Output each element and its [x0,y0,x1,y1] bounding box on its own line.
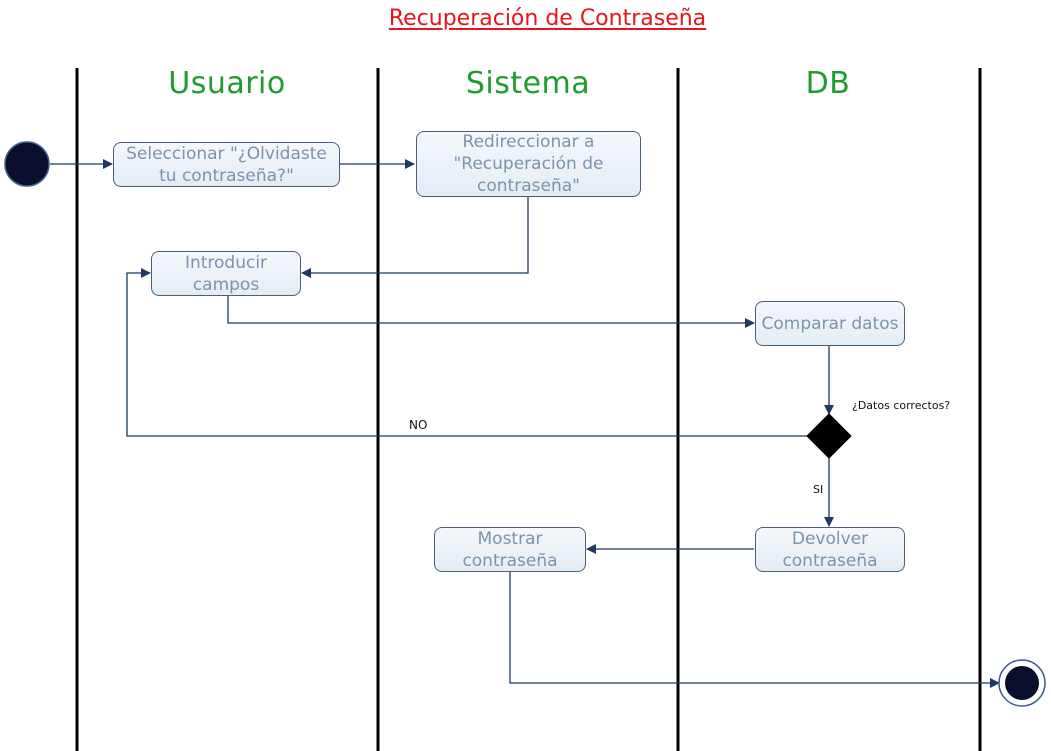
activity-introducir: Introducir campos [151,251,301,296]
decision-question-label: ¿Datos correctos? [852,399,951,412]
activity-comparar: Comparar datos [755,301,905,346]
activity-mostrar: Mostrar contraseña [434,527,586,572]
decision-no-label: NO [409,418,428,432]
activity-redireccionar: Redireccionar a "Recuperación de contras… [416,131,641,197]
activity-devolver: Devolver contraseña [755,527,905,572]
diagram-title: Recuperación de Contraseña [388,6,707,31]
activity-seleccionar: Seleccionar "¿Olvidaste tu contraseña?" [113,142,340,187]
lane-title-sistema: Sistema [465,66,591,101]
decision-yes-label: SI [813,483,824,496]
edge-introducir-to-comparar [227,296,755,328]
lane-title-db: DB [805,66,851,101]
start-node [4,141,50,187]
edge-mostrar-to-end [509,572,1000,688]
decision-diamond [806,413,852,459]
end-node-inner [1005,666,1039,700]
edge-redireccionar-to-introducir [301,197,529,278]
lane-title-usuario: Usuario [168,66,286,101]
edge-decision-no-to-introducir [126,268,809,437]
